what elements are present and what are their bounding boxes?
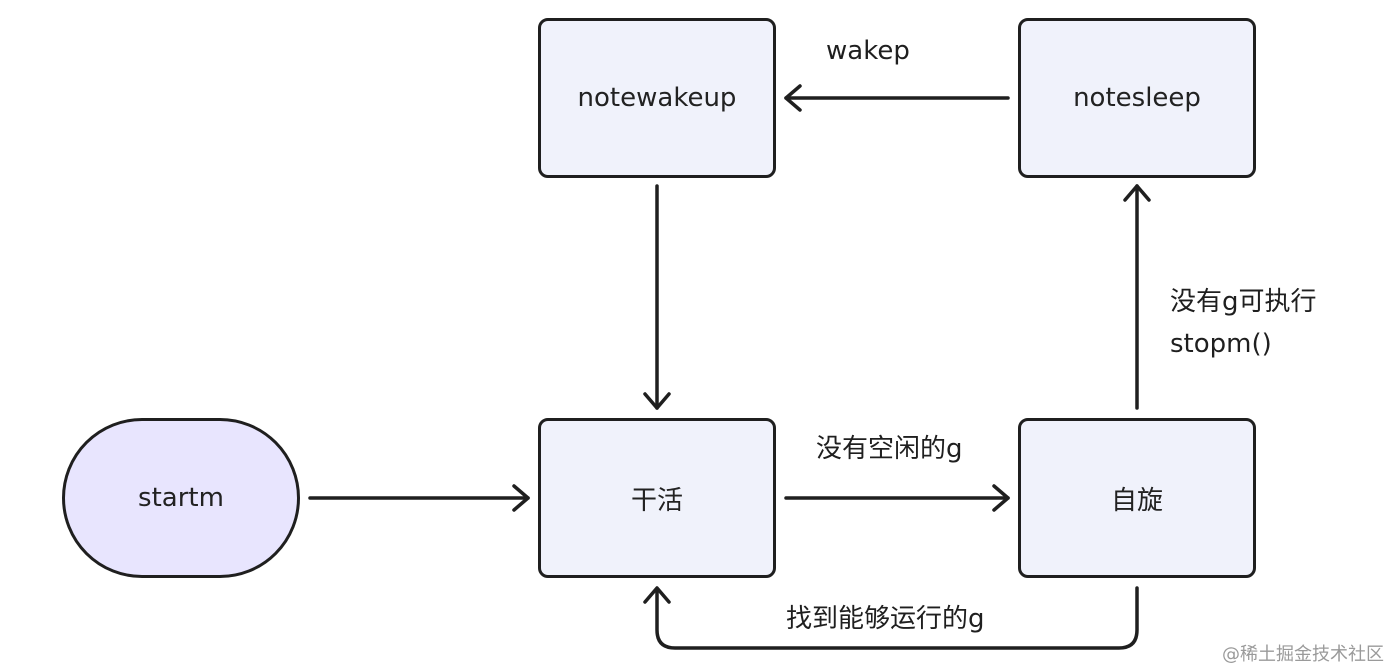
edge-label-no-idle-g: 没有空闲的g — [816, 434, 963, 464]
node-startm: startm — [62, 418, 300, 578]
edge-label-no-g-line1: 没有g可执行 — [1170, 287, 1317, 317]
node-notesleep: notesleep — [1018, 18, 1256, 178]
node-spin: 自旋 — [1018, 418, 1256, 578]
edge-spin-to-work — [643, 586, 1139, 650]
edge-label-stopm: stopm() — [1170, 329, 1272, 359]
node-work: 干活 — [538, 418, 776, 578]
edge-spin-to-notesleep — [1123, 184, 1151, 410]
edge-label-found-g: 找到能够运行的g — [786, 604, 985, 634]
edge-label-no-g-executable: 没有g可执行 stopm() — [1170, 284, 1317, 362]
edge-notewakeup-to-work — [643, 184, 671, 410]
edge-label-wakep: wakep — [826, 36, 910, 66]
edge-notesleep-to-notewakeup — [784, 84, 1010, 112]
edge-startm-to-work — [308, 484, 530, 512]
node-notewakeup: notewakeup — [538, 18, 776, 178]
watermark: @稀土掘金技术社区 — [1222, 644, 1384, 665]
edge-work-to-spin — [784, 484, 1010, 512]
